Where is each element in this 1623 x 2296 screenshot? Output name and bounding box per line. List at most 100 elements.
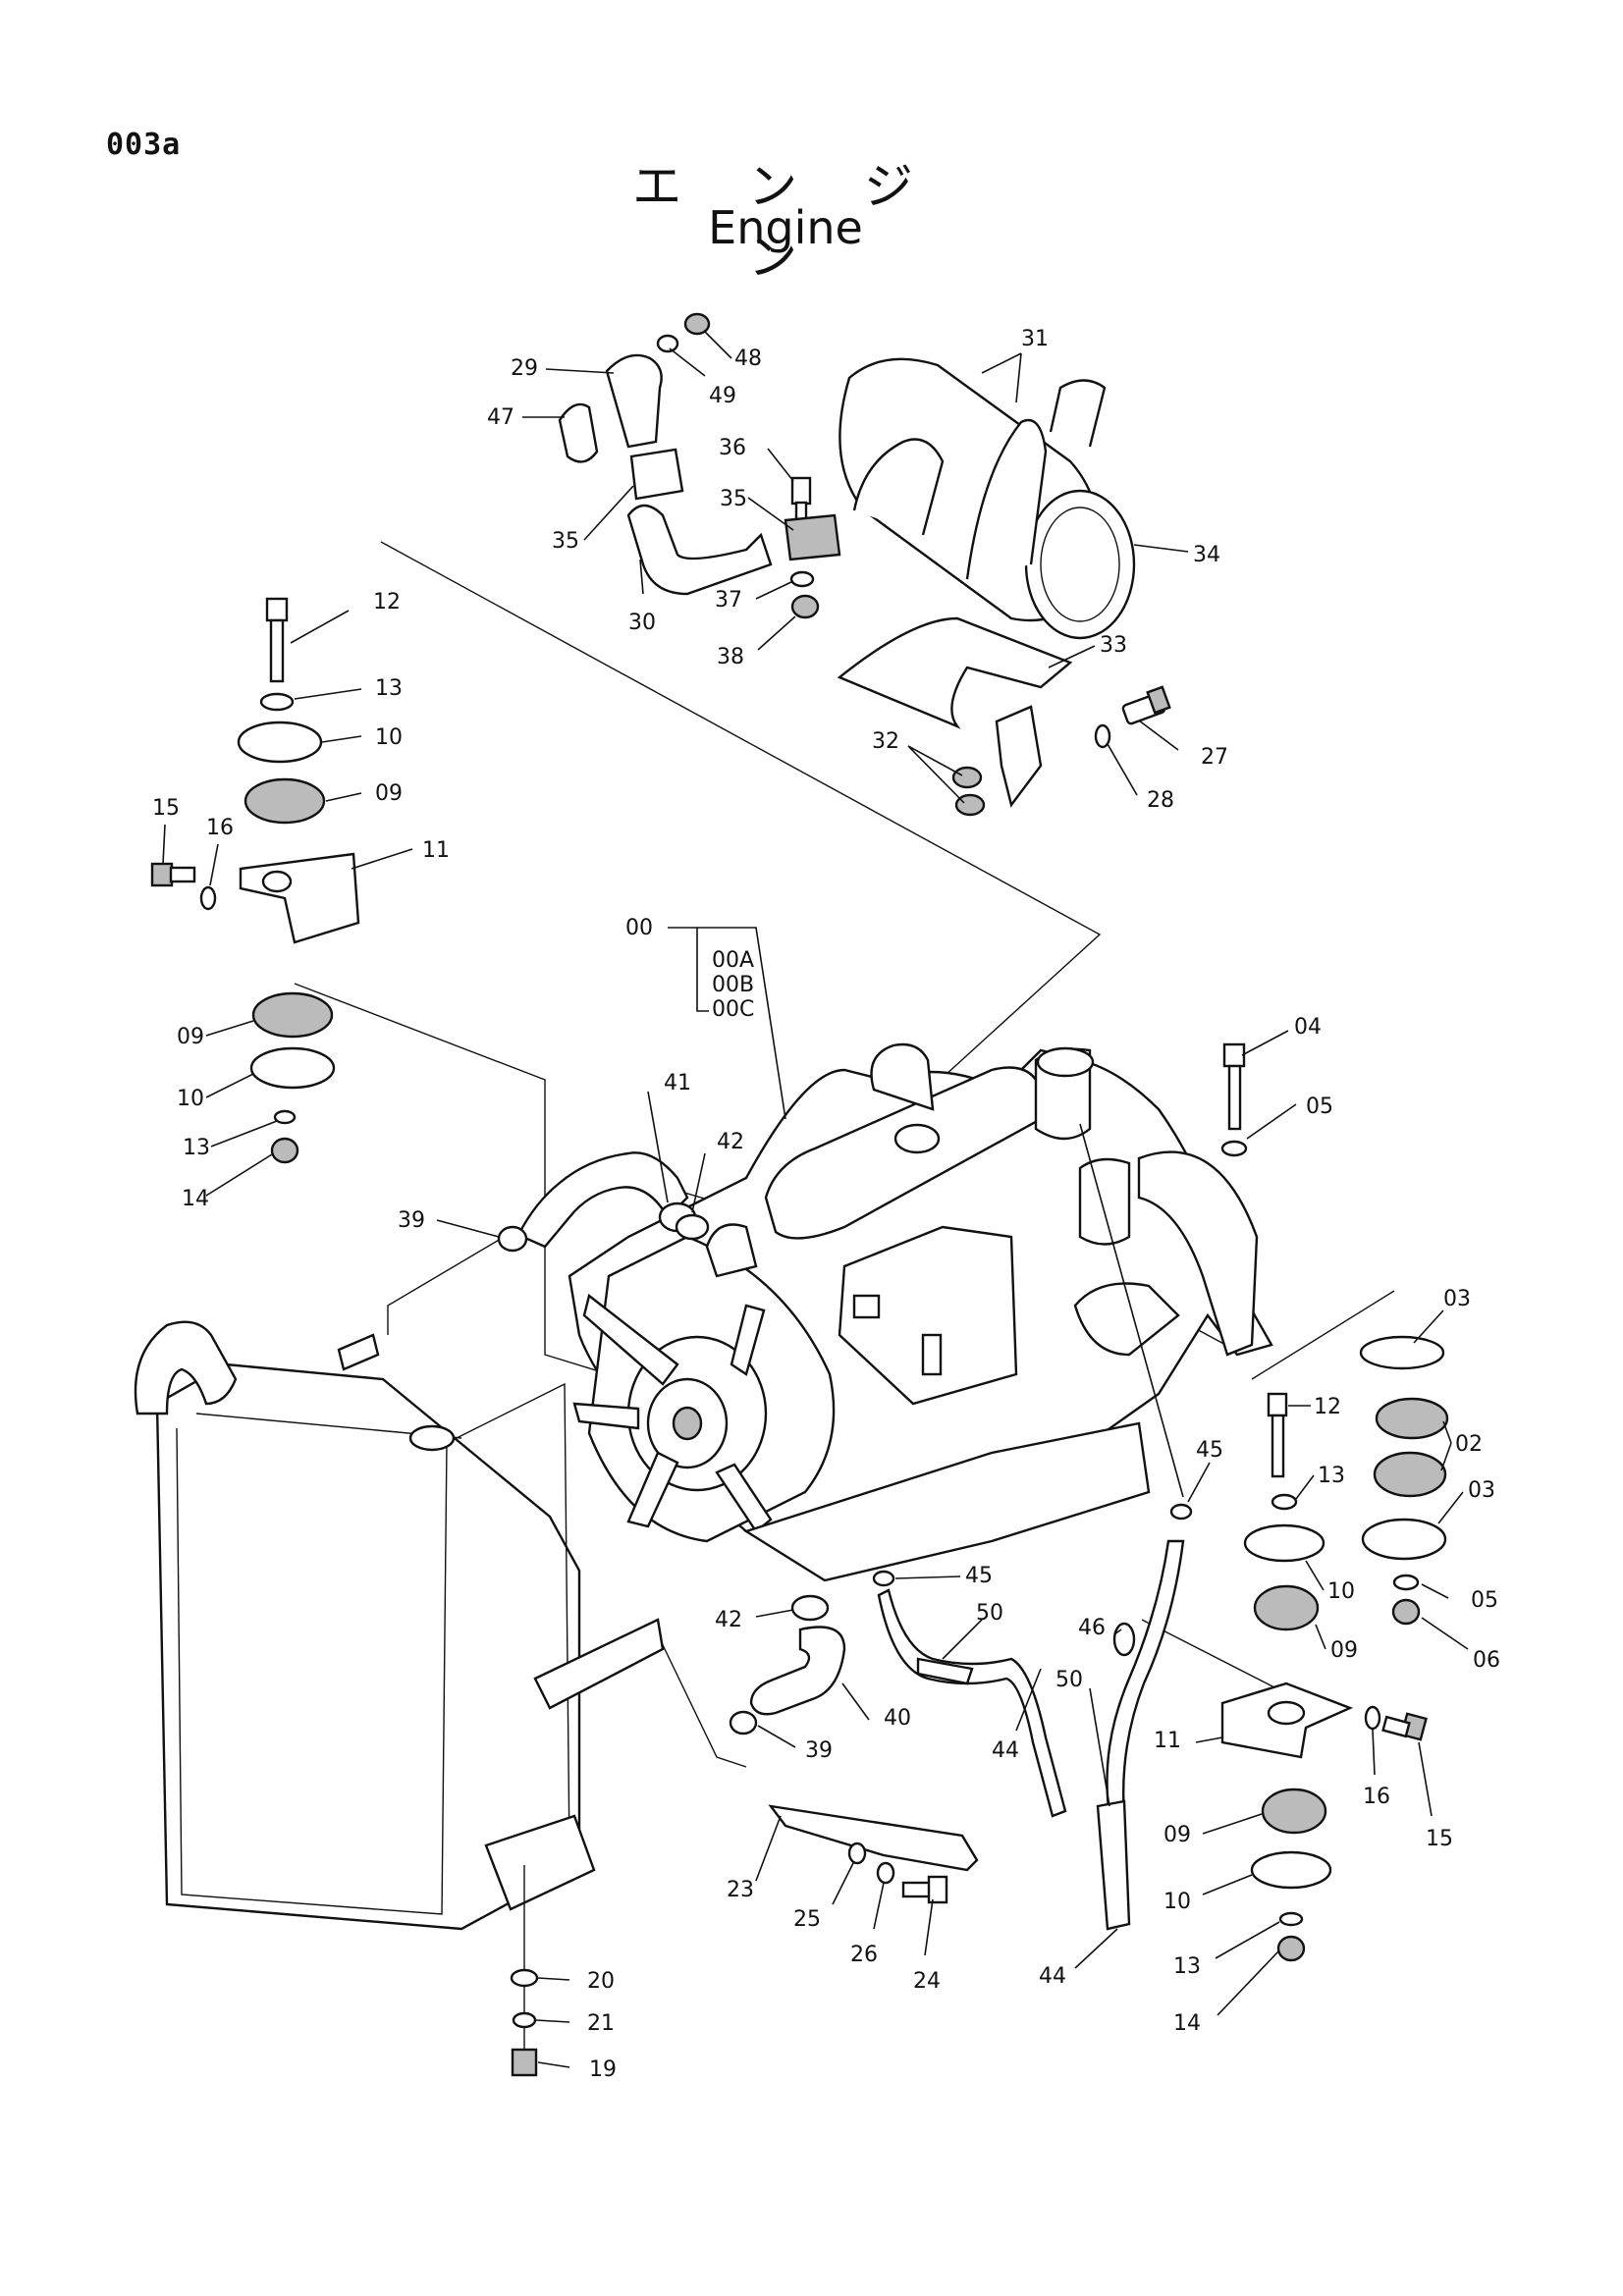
pump-lever bbox=[921, 1333, 943, 1376]
nut-14 bbox=[270, 1137, 299, 1164]
muffler-bracket-foot bbox=[995, 705, 1043, 808]
leader-lines bbox=[162, 331, 1469, 2068]
callout-37: 37 bbox=[715, 588, 742, 613]
callout-10-left-bottom: 10 bbox=[177, 1087, 204, 1111]
callout-15-right: 15 bbox=[1426, 1827, 1453, 1851]
plate-10-lower-right bbox=[1250, 1850, 1332, 1890]
radiator-stay bbox=[768, 1804, 979, 1904]
right-rear-mount bbox=[1220, 1042, 1449, 1962]
clip-45-right bbox=[1169, 1503, 1193, 1521]
callout-09-left-top: 09 bbox=[375, 781, 403, 806]
flywheel-housing bbox=[1137, 1150, 1259, 1357]
washer-13-right bbox=[1271, 1493, 1298, 1511]
callout-12-left: 12 bbox=[373, 590, 401, 614]
fuel-hose-50-sleeve bbox=[1096, 1799, 1131, 1931]
washer-37 bbox=[789, 570, 815, 588]
mount-03-ref-line bbox=[1251, 1290, 1395, 1380]
nut-32 bbox=[954, 793, 986, 817]
muffler-tailpipe bbox=[1049, 379, 1107, 448]
callout-11-right: 11 bbox=[1154, 1729, 1181, 1753]
callout-32: 32 bbox=[872, 729, 899, 754]
callout-34: 34 bbox=[1193, 543, 1220, 567]
mount-to-engine-line bbox=[294, 983, 610, 1375]
callout-00B: 00B bbox=[712, 973, 754, 997]
muffler-outlet-end bbox=[1024, 489, 1136, 640]
callout-labels: 31 29 48 49 47 36 35 34 35 30 37 38 33 2… bbox=[152, 327, 1500, 2082]
callout-45-left: 45 bbox=[965, 1564, 993, 1588]
callout-13-left-top: 13 bbox=[375, 676, 403, 701]
u-bolt-1 bbox=[852, 438, 945, 536]
callout-04: 04 bbox=[1294, 1015, 1322, 1040]
washer-25 bbox=[847, 1842, 867, 1865]
intake-elbow bbox=[870, 1042, 935, 1111]
washer-21 bbox=[512, 2011, 537, 2029]
title-japanese: エ ン ジ ン bbox=[632, 158, 939, 286]
callout-45-right: 45 bbox=[1196, 1438, 1223, 1463]
bolt-12-head bbox=[265, 597, 289, 622]
clamp-35-right bbox=[784, 513, 841, 561]
dipstick-guide bbox=[1079, 1123, 1184, 1498]
washer-49 bbox=[656, 334, 679, 353]
callout-50-right: 50 bbox=[1055, 1668, 1083, 1692]
fuel-hoses bbox=[872, 1503, 1193, 1931]
exhaust-pipe bbox=[626, 504, 773, 596]
rubber-02-bottom bbox=[1373, 1451, 1447, 1498]
oil-filter-top bbox=[1036, 1046, 1095, 1078]
fuel-hose-44-left bbox=[877, 1588, 1067, 1818]
callout-09-right: 09 bbox=[1330, 1638, 1358, 1663]
bolt-15-head bbox=[150, 862, 174, 887]
callout-00: 00 bbox=[625, 916, 653, 940]
callout-38: 38 bbox=[717, 645, 744, 669]
callout-03-top: 03 bbox=[1443, 1287, 1471, 1311]
callout-10-right: 10 bbox=[1327, 1579, 1355, 1604]
callout-10-lower-right: 10 bbox=[1163, 1890, 1191, 1914]
washer-20 bbox=[510, 1968, 539, 1988]
stay-23 bbox=[768, 1804, 979, 1872]
callout-03-bottom: 03 bbox=[1468, 1478, 1495, 1503]
bolt-24-shank bbox=[901, 1881, 933, 1898]
plate-03-bottom bbox=[1361, 1518, 1447, 1561]
bolt-27-head bbox=[1146, 685, 1171, 715]
bolt-04-shank bbox=[1227, 1064, 1242, 1131]
upper-hose-41 bbox=[516, 1151, 689, 1249]
fuel-hose-50-sleeve-left bbox=[916, 1657, 974, 1685]
muffler-outlet-inner bbox=[1040, 507, 1120, 622]
rubber-09-top bbox=[243, 777, 326, 825]
nut-14-lower-right bbox=[1276, 1935, 1306, 1962]
washer-28 bbox=[1094, 723, 1111, 749]
washer-05-right bbox=[1392, 1574, 1420, 1591]
bolt-24-head bbox=[927, 1875, 948, 1904]
rubber-09-lower-right bbox=[1261, 1788, 1327, 1835]
valve-cover bbox=[764, 1066, 1043, 1240]
stay-ref-line bbox=[652, 1624, 747, 1768]
clamp-42-lower bbox=[790, 1594, 830, 1622]
callout-49: 49 bbox=[709, 384, 736, 408]
callout-29: 29 bbox=[511, 356, 538, 381]
title-english: Engine bbox=[708, 201, 863, 254]
plate-03-top bbox=[1359, 1335, 1445, 1370]
washer-13-bottom bbox=[273, 1109, 297, 1125]
callout-14-lower-right: 14 bbox=[1173, 2011, 1201, 2036]
fuel-hose-44-right bbox=[1106, 1539, 1185, 1818]
callout-15-left: 15 bbox=[152, 796, 180, 821]
lower-hose-group bbox=[729, 1594, 846, 1735]
exhaust-flange-29 bbox=[605, 353, 663, 449]
callout-25: 25 bbox=[793, 1907, 821, 1932]
fan-blade-1 bbox=[582, 1293, 679, 1386]
clamp-39-upper bbox=[497, 1225, 528, 1253]
radiator-core bbox=[176, 1427, 448, 1915]
callout-19: 19 bbox=[589, 2057, 617, 2082]
callout-13-lower-right: 13 bbox=[1173, 1954, 1201, 1979]
rubber-02-top bbox=[1375, 1397, 1449, 1440]
callout-44-right: 44 bbox=[1039, 1964, 1066, 1989]
callout-47: 47 bbox=[487, 405, 514, 430]
radiator-overflow-pipe bbox=[337, 1333, 380, 1371]
callout-13-right: 13 bbox=[1318, 1464, 1345, 1488]
callout-06: 06 bbox=[1473, 1648, 1500, 1673]
fan-blade-4 bbox=[730, 1304, 766, 1376]
radiator-foot-bracket bbox=[484, 1814, 596, 1911]
bolt-36-head bbox=[790, 476, 812, 506]
callout-05-top: 05 bbox=[1306, 1095, 1333, 1119]
upper-hose-group bbox=[497, 1151, 710, 1253]
callout-11-left: 11 bbox=[422, 838, 450, 863]
